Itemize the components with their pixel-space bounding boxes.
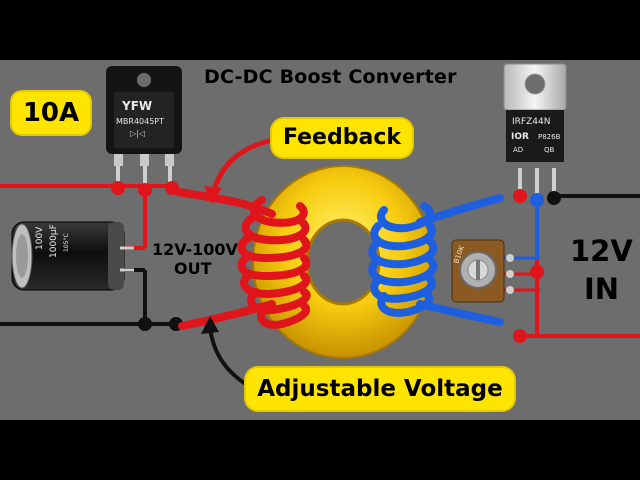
- input-text: IN: [584, 272, 620, 306]
- mosfet-brand-text: IOR: [511, 132, 529, 142]
- capacitor-component: 100V 1000µF 105°C: [11, 221, 134, 291]
- diode-brand-text: YFW: [121, 99, 152, 113]
- capacitor-temp-text: 105°C: [63, 233, 70, 252]
- potentiometer-component: B10K: [451, 239, 514, 303]
- adjust-arrow: [201, 316, 254, 390]
- input-value-text: 12V: [570, 234, 633, 268]
- thumbnail-title: DC-DC Boost Converter: [204, 66, 457, 88]
- feedback-arrow: [204, 137, 273, 204]
- current-rating-label: 10A: [12, 92, 90, 134]
- feedback-label: Feedback: [272, 119, 412, 157]
- capacitor-value-text: 1000µF: [49, 224, 59, 258]
- capacitor-voltage-text: 100V: [35, 226, 45, 250]
- output-voltage-label: 12V-100V OUT: [152, 240, 238, 278]
- diode-part-text: MBR4045PT: [116, 117, 164, 126]
- input-voltage-label: 12V IN: [570, 232, 633, 308]
- mosfet-code1-text: P826B: [538, 133, 561, 141]
- output-range-text: 12V-100V: [152, 240, 238, 259]
- mosfet-component: IRFZ44N IOR P826B AD QB: [503, 63, 567, 162]
- blue-winding: [368, 194, 504, 326]
- red-winding: [174, 188, 311, 330]
- right-wiring: [502, 168, 640, 343]
- mosfet-part-text: IRFZ44N: [512, 117, 550, 127]
- adjustable-voltage-label: Adjustable Voltage: [246, 368, 514, 410]
- diode-symbol: ▷|◁: [130, 129, 145, 138]
- mosfet-code3-text: QB: [544, 146, 555, 154]
- diode-component: YFW MBR4045PT ▷|◁: [106, 66, 182, 166]
- mosfet-code2-text: AD: [513, 146, 523, 154]
- output-text: OUT: [174, 259, 212, 278]
